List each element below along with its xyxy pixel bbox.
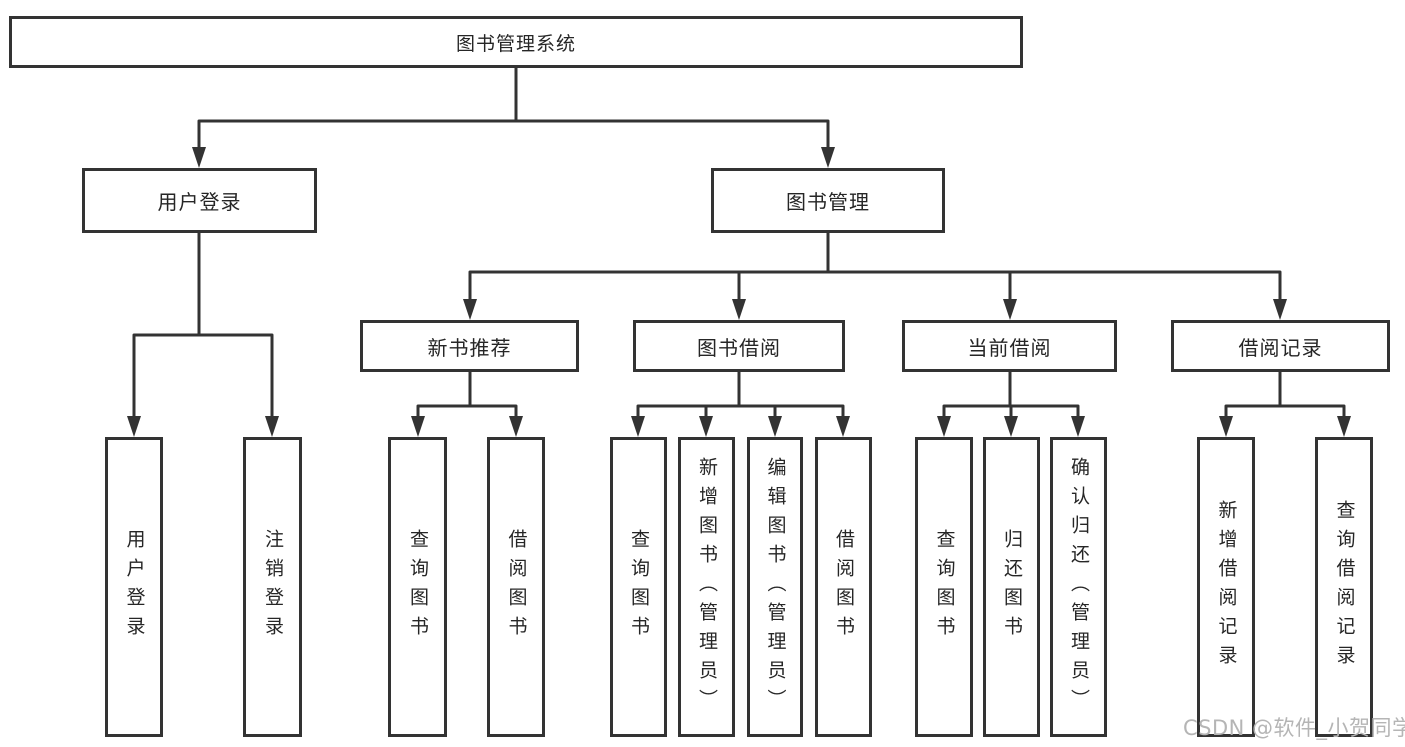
connector-borrowing-split xyxy=(636,404,845,421)
leaf-borrowing-edit-books-admin-label: 编辑图书（管理员） xyxy=(764,456,787,718)
node-current-borrowing-label: 当前借阅 xyxy=(967,335,1052,360)
leaf-user-login: 用户登录 xyxy=(105,437,163,737)
leaf-records-add-record: 新增借阅记录 xyxy=(1197,437,1255,737)
node-book-management: 图书管理 xyxy=(711,168,945,233)
connector-userlogin-split xyxy=(132,333,274,420)
leaf-current-return-books-label: 归还图书 xyxy=(1001,529,1023,645)
connector-root-split xyxy=(197,119,830,151)
leaf-borrowing-edit-books-admin: 编辑图书（管理员） xyxy=(747,437,803,737)
connector-records-split xyxy=(1224,404,1346,421)
leaf-records-query-record: 查询借阅记录 xyxy=(1315,437,1373,737)
leaf-borrowing-borrow-books-label: 借阅图书 xyxy=(833,529,855,645)
node-new-book-recommend: 新书推荐 xyxy=(360,320,579,372)
leaf-current-query-books-label: 查询图书 xyxy=(933,529,956,645)
node-book-management-label: 图书管理 xyxy=(786,190,870,214)
leaf-newbooks-borrow-books: 借阅图书 xyxy=(487,437,545,737)
node-root-label: 图书管理系统 xyxy=(455,32,576,55)
leaf-borrowing-borrow-books: 借阅图书 xyxy=(815,437,872,737)
leaf-newbooks-query-books: 查询图书 xyxy=(388,437,447,737)
leaf-current-return-books: 归还图书 xyxy=(983,437,1040,737)
leaf-current-confirm-return-admin-label: 确认归还（管理员） xyxy=(1068,456,1090,718)
node-root: 图书管理系统 xyxy=(9,16,1023,68)
leaf-current-query-books: 查询图书 xyxy=(915,437,973,737)
node-book-borrowing: 图书借阅 xyxy=(633,320,845,372)
leaf-logout-label: 注销登录 xyxy=(262,529,284,645)
leaf-borrowing-add-books-admin-label: 新增图书（管理员） xyxy=(696,456,718,718)
leaf-borrowing-query-books-label: 查询图书 xyxy=(628,529,650,645)
leaf-borrowing-query-books: 查询图书 xyxy=(610,437,667,737)
connector-bookmgmt-split xyxy=(468,270,1282,303)
node-book-borrowing-label: 图书借阅 xyxy=(697,335,781,360)
node-borrowing-records-label: 借阅记录 xyxy=(1238,335,1323,360)
connector-newbook-split xyxy=(416,404,518,421)
leaf-user-login-label: 用户登录 xyxy=(123,529,146,645)
node-user-login-label: 用户登录 xyxy=(157,190,242,214)
node-user-login: 用户登录 xyxy=(82,168,317,233)
leaf-logout: 注销登录 xyxy=(243,437,302,737)
leaf-newbooks-query-books-label: 查询图书 xyxy=(407,529,429,645)
node-new-book-recommend-label: 新书推荐 xyxy=(427,335,512,360)
leaf-records-query-record-label: 查询借阅记录 xyxy=(1333,500,1356,674)
leaf-newbooks-borrow-books-label: 借阅图书 xyxy=(505,529,528,645)
leaf-records-add-record-label: 新增借阅记录 xyxy=(1215,500,1238,674)
leaf-borrowing-add-books-admin: 新增图书（管理员） xyxy=(678,437,735,737)
node-current-borrowing: 当前借阅 xyxy=(902,320,1117,372)
arrowheads xyxy=(127,147,1351,437)
leaf-current-confirm-return-admin: 确认归还（管理员） xyxy=(1050,437,1107,737)
node-borrowing-records: 借阅记录 xyxy=(1171,320,1390,372)
csdn-watermark: CSDN @软件_小贺同学 xyxy=(1183,716,1405,740)
